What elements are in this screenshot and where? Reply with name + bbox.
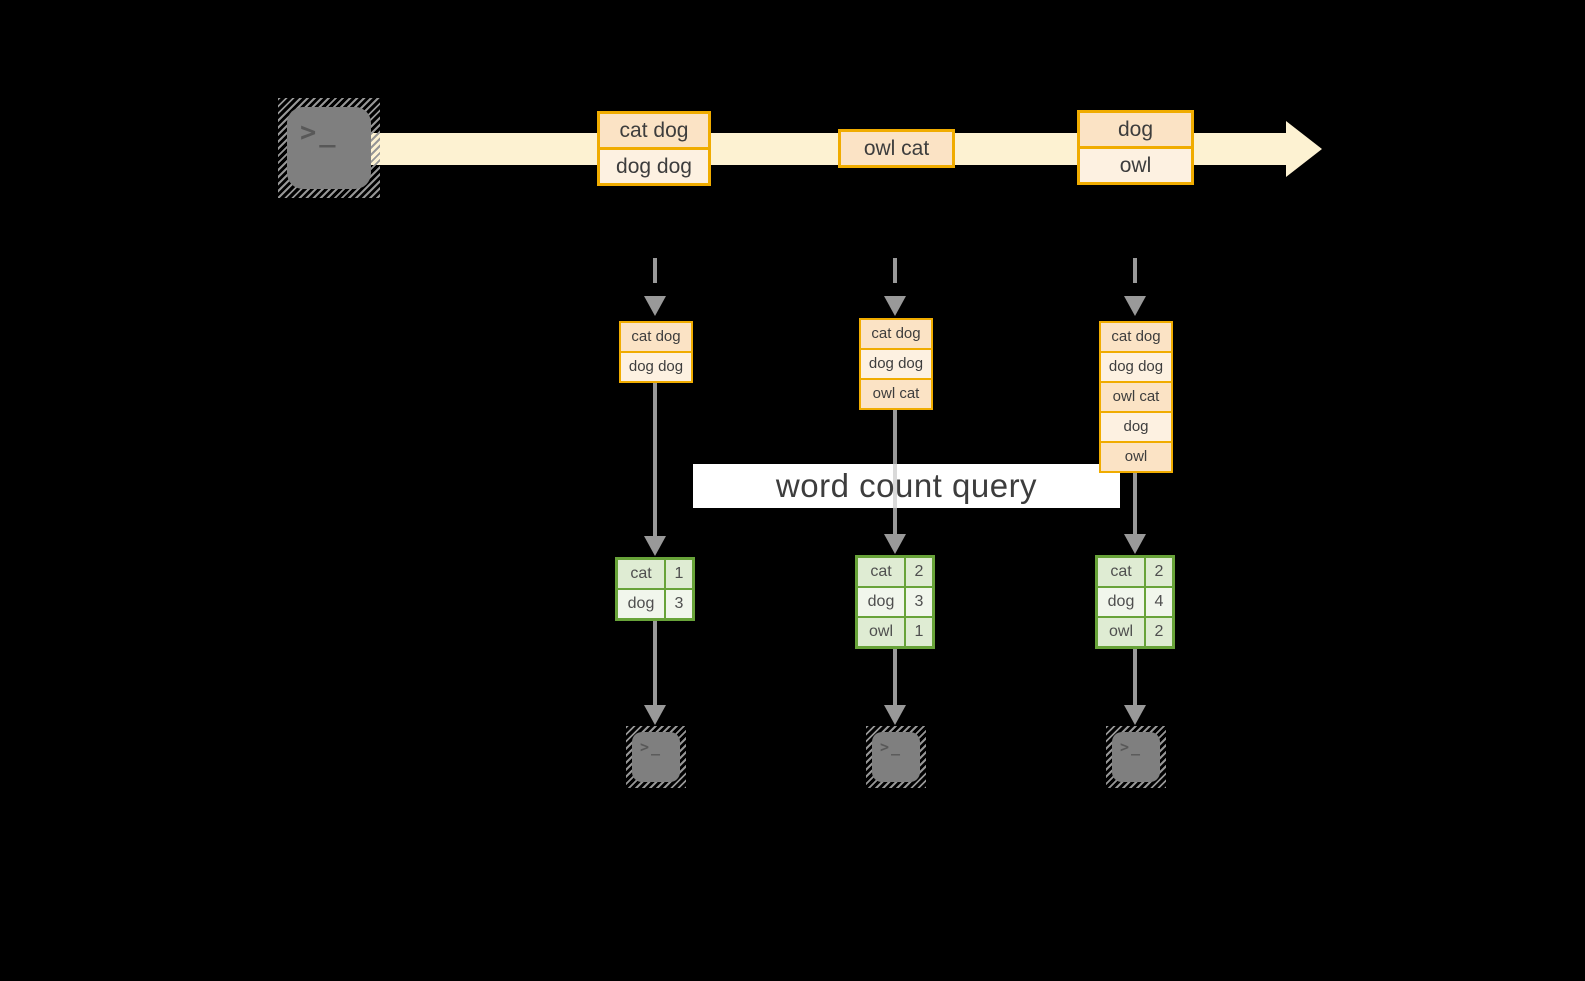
count-word-cell: dog [618, 590, 664, 618]
terminal-prompt-glyph: >_ [300, 117, 339, 148]
count-row: cat 2 [858, 558, 932, 586]
buffer-stack-right: cat dog dog dog owl cat dog owl [1099, 321, 1173, 473]
count-value-cell: 3 [906, 588, 932, 616]
query-label-text: word count query [775, 467, 1038, 504]
terminal-prompt-glyph: >_ [1120, 738, 1143, 756]
buffer-stack-left: cat dog dog dog [619, 321, 693, 383]
stream-event-cell: dog [1080, 113, 1191, 146]
terminal-screen: >_ [632, 732, 680, 782]
stream-event-box-1: cat dog dog dog [597, 111, 711, 186]
stream-event-cell: owl [1080, 149, 1191, 182]
stream-event-cell: owl cat [841, 132, 952, 165]
source-terminal-icon: >_ [278, 98, 380, 198]
count-value-cell: 2 [1146, 558, 1172, 586]
arrow-line-middle-sink [893, 649, 897, 706]
dashed-arrow-right [1133, 258, 1137, 293]
count-row: dog 3 [618, 590, 692, 618]
stream-event-box-2: owl cat [838, 129, 955, 168]
count-word-cell: dog [1098, 588, 1144, 616]
count-word-cell: owl [858, 618, 904, 646]
arrow-line-right [1133, 473, 1137, 535]
count-word-cell: cat [618, 560, 664, 588]
count-value-cell: 2 [906, 558, 932, 586]
count-value-cell: 1 [666, 560, 692, 588]
arrow-line-left [653, 383, 657, 537]
terminal-screen: >_ [287, 107, 371, 189]
terminal-prompt-glyph: >_ [880, 738, 903, 756]
count-table-right: cat 2 dog 4 owl 2 [1095, 555, 1175, 649]
buffer-stack-middle: cat dog dog dog owl cat [859, 318, 933, 410]
count-row: dog 3 [858, 588, 932, 616]
terminal-screen: >_ [872, 732, 920, 782]
arrowhead-icon [884, 296, 906, 316]
count-value-cell: 4 [1146, 588, 1172, 616]
sink-terminal-icon-middle: >_ [866, 726, 926, 788]
buffer-row: owl [1101, 443, 1171, 471]
arrowhead-icon [644, 705, 666, 725]
arrowhead-icon [884, 534, 906, 554]
stream-event-box-3: dog owl [1077, 110, 1194, 185]
stream-event-cell: dog dog [600, 150, 708, 183]
buffer-row: dog [1101, 413, 1171, 441]
sink-terminal-icon-left: >_ [626, 726, 686, 788]
buffer-row: dog dog [1101, 353, 1171, 381]
buffer-row: cat dog [1101, 323, 1171, 351]
buffer-row: owl cat [1101, 383, 1171, 411]
count-word-cell: dog [858, 588, 904, 616]
count-row: owl 2 [1098, 618, 1172, 646]
arrowhead-icon [1124, 705, 1146, 725]
arrowhead-icon [884, 705, 906, 725]
arrow-line-left-sink [653, 621, 657, 706]
count-value-cell: 1 [906, 618, 932, 646]
arrowhead-icon [1124, 296, 1146, 316]
terminal-prompt-glyph: >_ [640, 738, 663, 756]
dashed-arrow-left [653, 258, 657, 293]
count-word-cell: cat [858, 558, 904, 586]
count-value-cell: 2 [1146, 618, 1172, 646]
buffer-row: dog dog [861, 350, 931, 378]
arrow-line-right-sink [1133, 649, 1137, 706]
sink-terminal-icon-right: >_ [1106, 726, 1166, 788]
count-value-cell: 3 [666, 590, 692, 618]
count-row: dog 4 [1098, 588, 1172, 616]
word-count-query-label: word count query [693, 464, 1120, 508]
stream-event-cell: cat dog [600, 114, 708, 147]
count-table-middle: cat 2 dog 3 owl 1 [855, 555, 935, 649]
buffer-row: dog dog [621, 353, 691, 381]
buffer-row: owl cat [861, 380, 931, 408]
arrowhead-icon [644, 296, 666, 316]
terminal-screen: >_ [1112, 732, 1160, 782]
buffer-row: cat dog [621, 323, 691, 351]
count-word-cell: cat [1098, 558, 1144, 586]
count-word-cell: owl [1098, 618, 1144, 646]
count-row: cat 2 [1098, 558, 1172, 586]
buffer-row: cat dog [861, 320, 931, 348]
line-through-label [893, 464, 897, 508]
arrowhead-icon [1124, 534, 1146, 554]
dashed-arrow-middle [893, 258, 897, 293]
count-row: cat 1 [618, 560, 692, 588]
count-row: owl 1 [858, 618, 932, 646]
count-table-left: cat 1 dog 3 [615, 557, 695, 621]
arrowhead-icon [644, 536, 666, 556]
stream-arrowhead-icon [1286, 121, 1322, 177]
